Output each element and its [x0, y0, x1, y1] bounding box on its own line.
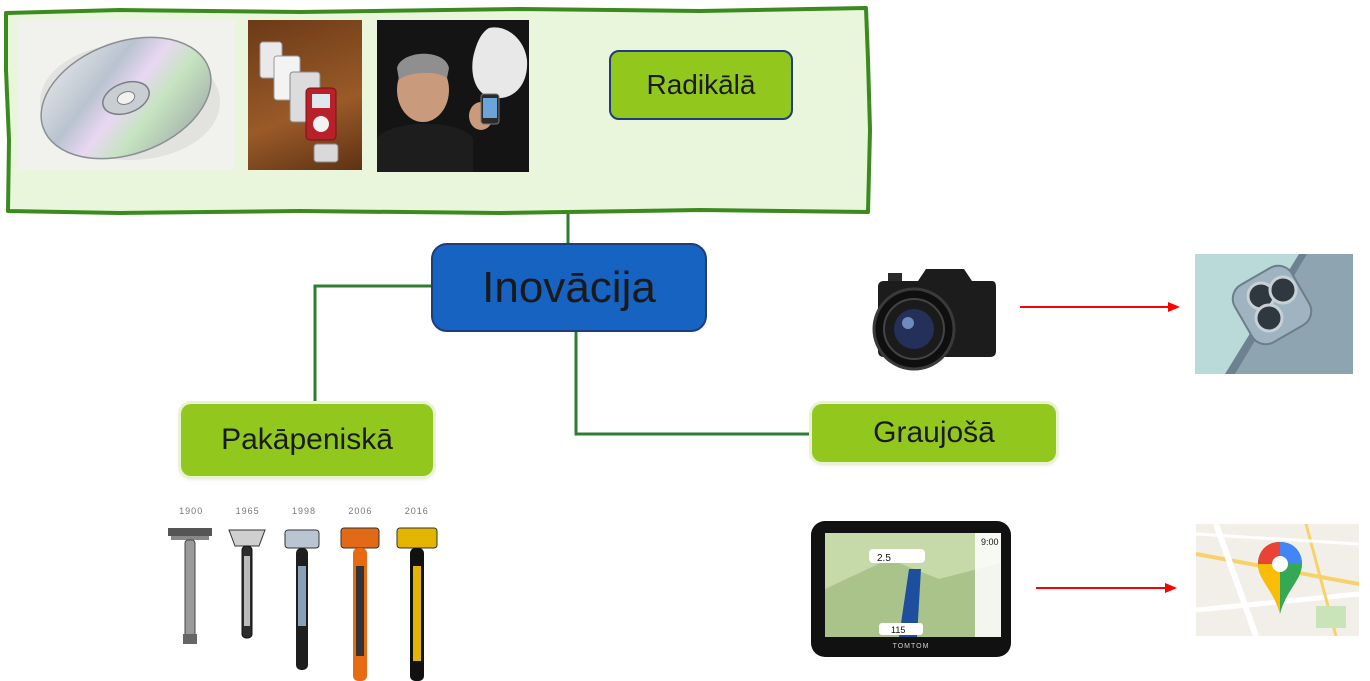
node-incremental: Pakāpeniskā [181, 404, 433, 476]
google-maps-icon [1196, 524, 1359, 636]
smartphone-camera-icon [1195, 254, 1353, 374]
gps-navigator-icon: 2.5 9:00 115 TOMTOM [809, 519, 1013, 659]
gps-time: 9:00 [981, 537, 999, 547]
razor-icon: 1900 1965 1998 2006 2016 [163, 506, 445, 681]
gps-speed: 115 [891, 625, 906, 635]
razor-year-1998: 1998 [291, 506, 316, 516]
cd-disc-icon [18, 20, 235, 170]
connector-disruptive [574, 328, 812, 436]
dslr-camera-icon [866, 251, 998, 373]
node-radical: Radikālā [609, 50, 793, 120]
gps-brand: TOMTOM [892, 643, 930, 650]
iphone-presentation-icon [377, 20, 529, 172]
gps-distance: 2.5 [877, 553, 891, 564]
node-disruptive: Graujošā [812, 404, 1056, 462]
razor-year-1965: 1965 [235, 506, 260, 516]
ipod-icon [248, 20, 362, 170]
arrow-gps [1036, 583, 1177, 593]
node-center-innovation: Inovācija [431, 243, 707, 332]
arrow-camera [1020, 302, 1180, 312]
razor-year-1900: 1900 [179, 506, 204, 516]
razor-year-2016: 2016 [404, 506, 429, 516]
connector-incremental [313, 284, 431, 404]
razor-year-2006: 2006 [348, 506, 373, 516]
